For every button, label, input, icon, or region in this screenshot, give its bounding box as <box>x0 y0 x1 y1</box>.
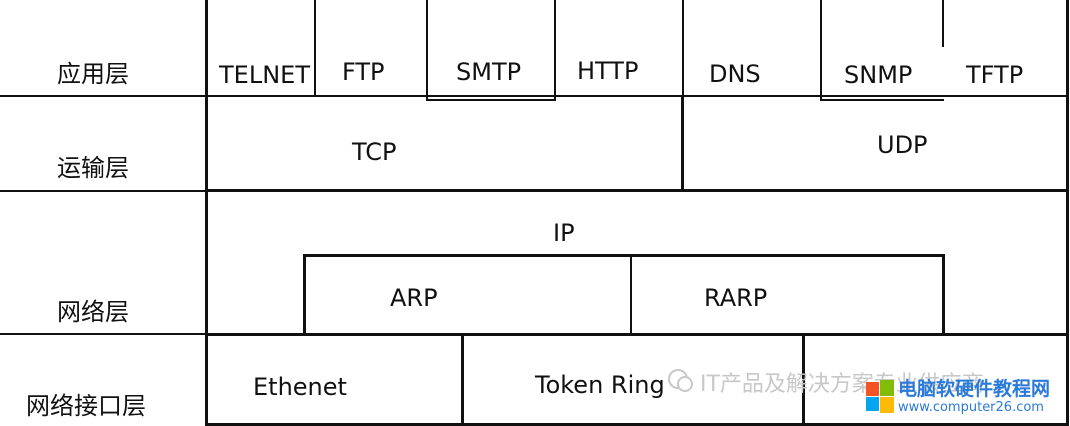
protocol-telnet: TELNET <box>219 61 310 89</box>
protocol-rarp: RARP <box>704 284 768 312</box>
protocol-token-ring: Token Ring <box>535 371 665 399</box>
layer-divider-2 <box>0 190 205 192</box>
app-bottom-line <box>205 95 1069 97</box>
layer-label-network: 网络层 <box>57 298 129 326</box>
windows-logo <box>866 378 894 416</box>
app-cell-divider <box>942 0 944 47</box>
arp-rarp-box-right <box>942 254 945 334</box>
link-bottom-line <box>205 423 1069 426</box>
watermark-channel-text: IT产品及解决方案专业供应商 <box>700 372 984 397</box>
watermark-site-name: 电脑软硬件教程网 <box>898 378 1051 400</box>
arp-rarp-box-left <box>303 254 306 334</box>
protocol-http: HTTP <box>577 57 639 85</box>
layer-divider-1 <box>0 95 205 97</box>
link-divider <box>802 335 805 426</box>
layer-label-link: 网络接口层 <box>26 392 146 420</box>
app-cell-divider <box>820 0 822 101</box>
app-cell-divider <box>682 0 684 96</box>
transport-bottom-line <box>205 189 1069 192</box>
arp-rarp-divider <box>630 254 632 334</box>
transport-divider <box>681 96 684 192</box>
app-bottom-line <box>820 99 944 101</box>
protocol-dns: DNS <box>709 60 761 88</box>
wechat-icon <box>666 366 696 396</box>
protocol-tcp: TCP <box>352 138 397 166</box>
link-divider <box>461 335 464 426</box>
arp-rarp-box-top <box>303 254 945 257</box>
layer-divider-3 <box>0 333 205 335</box>
protocol-smtp: SMTP <box>456 58 522 86</box>
protocol-ftp: FTP <box>342 58 385 86</box>
app-cell-divider <box>426 0 428 101</box>
protocol-tftp: TFTP <box>966 61 1024 89</box>
layer-label-transport: 运输层 <box>57 154 129 182</box>
watermark-site-url: www.computer26.com <box>898 400 1044 415</box>
network-bottom-line <box>205 333 1069 336</box>
app-cell-divider <box>554 0 556 101</box>
app-cell-divider <box>314 0 316 96</box>
protocol-arp: ARP <box>390 284 438 312</box>
protocol-udp: UDP <box>877 131 928 159</box>
app-bottom-line <box>426 99 556 101</box>
protocol-snmp: SNMP <box>844 61 913 89</box>
protocol-ethernet: Ethenet <box>253 373 347 401</box>
frame-left-border <box>205 0 208 426</box>
layer-label-application: 应用层 <box>57 60 129 88</box>
protocol-ip: IP <box>553 219 575 247</box>
frame-right-border <box>1066 0 1069 426</box>
